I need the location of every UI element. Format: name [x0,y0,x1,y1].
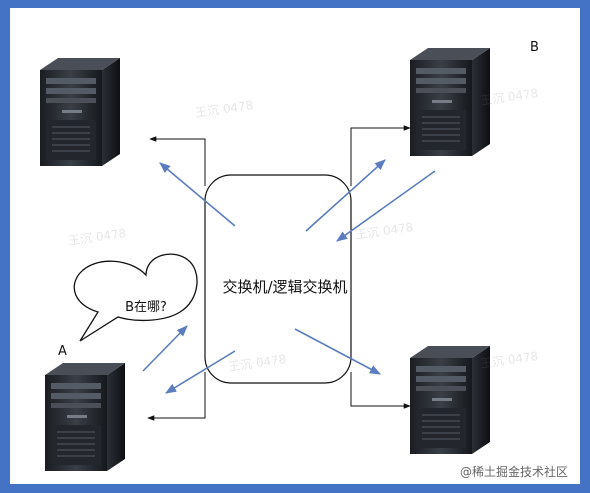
signal-arrow-2 [305,159,386,232]
link-bottom-right [350,372,411,409]
server-bottom-left [45,363,125,471]
switch-box [204,174,352,384]
speech-bubble-text: B在哪? [125,300,167,315]
diagram-canvas: 王沉 0478 王沉 0478 王沉 0478 王沉 0478 王沉 0478 … [10,8,580,484]
server-top-right [410,48,490,156]
node-b-label: B [530,40,539,55]
signal-arrow-5 [165,350,236,394]
node-a-label: A [58,344,67,359]
link-top-left [149,136,206,186]
link-bottom-left [147,372,206,421]
link-top-right [350,125,411,186]
signal-arrow-6 [294,328,381,375]
server-top-left [40,58,120,166]
server-bottom-right [410,346,490,454]
credit-watermark: @稀土掘金技术社区 [460,465,569,479]
diagram-graphics [40,48,490,471]
signal-arrow-3 [336,170,436,242]
signal-arrow-1 [159,162,236,227]
switch-label: 交换机/逻辑交换机 [222,278,348,296]
speech-bubble [73,253,198,342]
signal-arrow-4 [142,325,188,372]
